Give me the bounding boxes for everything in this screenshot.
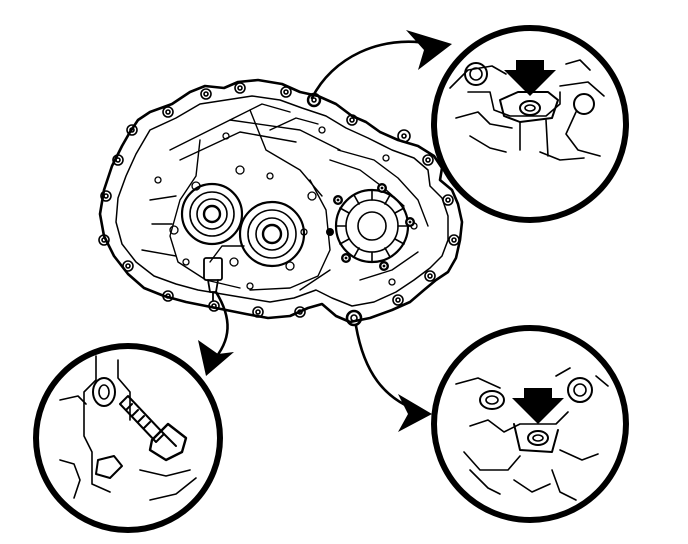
down-arrow-icon [504,60,556,96]
detail-view-top-right [431,25,629,223]
transaxle-case [98,78,464,327]
bolt-icon [119,395,188,462]
callout-arrow-bottom-left [198,290,234,376]
detail-view-bottom-right [431,325,629,523]
down-arrow-icon [512,388,564,424]
callout-arrow-bottom-right [354,324,432,432]
callout-arrow-top-right [310,30,452,100]
detail-view-bottom-left [33,343,223,533]
